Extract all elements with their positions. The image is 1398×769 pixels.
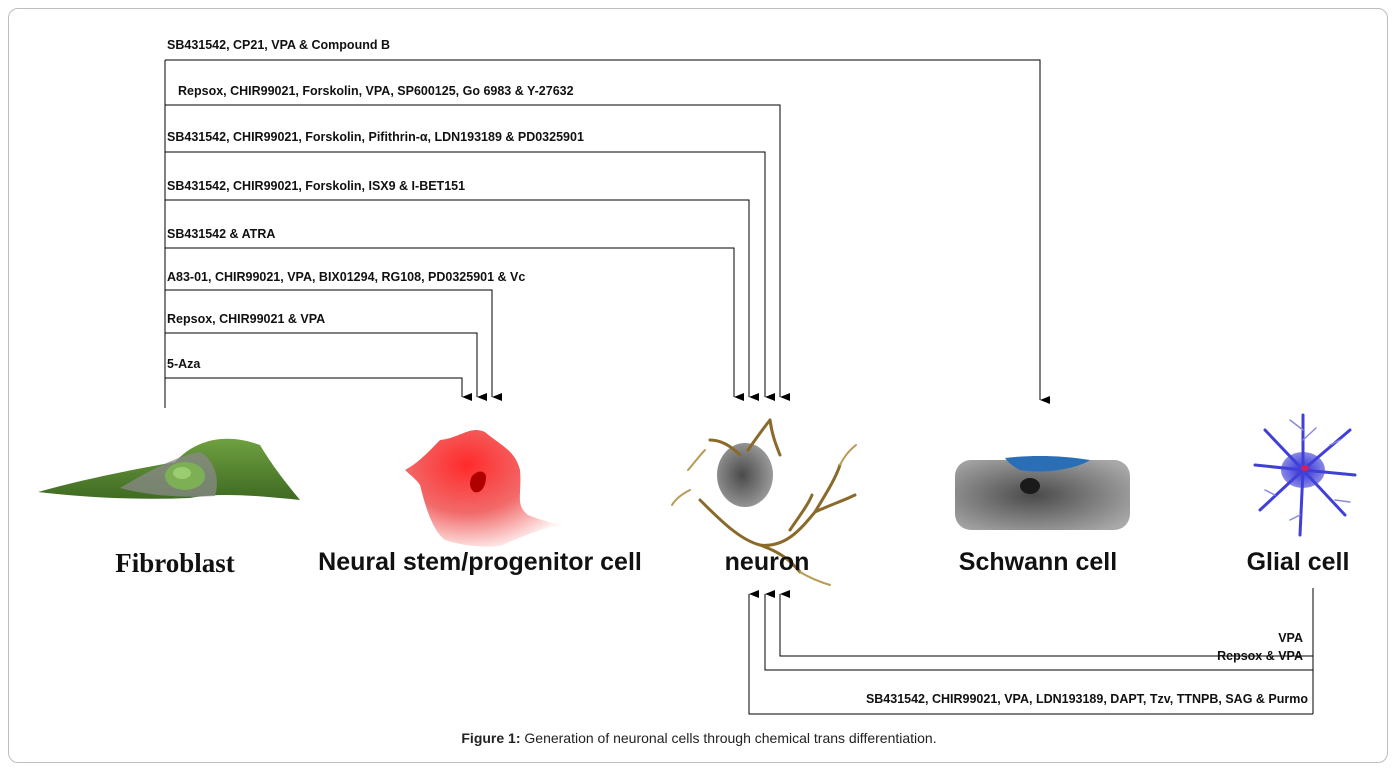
top-pathway-labels: SB431542, CP21, VPA & Compound B Repsox,…	[167, 38, 584, 371]
figure-caption: Figure 1: Generation of neuronal cells t…	[0, 730, 1398, 746]
top-connectors	[164, 59, 1050, 408]
pathway-label: SB431542, CHIR99021, Forskolin, Pifithri…	[167, 130, 584, 144]
connector-4	[165, 199, 759, 401]
fibroblast-icon	[38, 438, 300, 500]
connector-6	[165, 289, 502, 401]
pathway-label: Repsox, CHIR99021 & VPA	[167, 312, 325, 326]
connector-3	[165, 151, 775, 401]
pathway-label: SB431542, CP21, VPA & Compound B	[167, 38, 390, 52]
connector-1	[165, 59, 1050, 404]
cell-label-neuron: neuron	[725, 548, 810, 576]
connector-5	[165, 247, 744, 401]
caption-label: Figure 1:	[461, 730, 521, 746]
pathway-label: Repsox & VPA	[1217, 649, 1303, 663]
pathway-label: SB431542, CHIR99021, VPA, LDN193189, DAP…	[866, 692, 1308, 706]
pathway-label: VPA	[1278, 631, 1303, 645]
pathway-label: A83-01, CHIR99021, VPA, BIX01294, RG108,…	[167, 270, 525, 284]
bottom-connectors	[748, 588, 1314, 715]
glial-cell-icon	[1253, 413, 1357, 537]
connector-7	[165, 332, 487, 401]
schwann-cell-icon	[955, 455, 1130, 530]
bottom-connector-3	[748, 590, 1313, 715]
connector-8	[165, 377, 472, 401]
bottom-connector-2	[764, 590, 1313, 671]
connector-2	[165, 104, 790, 401]
cell-labels: Fibroblast Neural stem/progenitor cell n…	[115, 548, 1349, 578]
pathway-label: SB431542 & ATRA	[167, 227, 275, 241]
neuron-icon	[671, 418, 857, 586]
caption-text: Generation of neuronal cells through che…	[520, 730, 937, 746]
bottom-pathway-labels: VPA Repsox & VPA SB431542, CHIR99021, VP…	[866, 631, 1308, 706]
bottom-connector-1	[779, 590, 1313, 657]
cell-label-nsc: Neural stem/progenitor cell	[318, 548, 642, 576]
cell-label-glial: Glial cell	[1247, 548, 1350, 576]
pathway-label: 5-Aza	[167, 357, 201, 371]
figure-frame	[8, 8, 1388, 763]
pathway-label: Repsox, CHIR99021, Forskolin, VPA, SP600…	[178, 84, 574, 98]
cell-label-schwann: Schwann cell	[959, 548, 1117, 576]
pathway-label: SB431542, CHIR99021, Forskolin, ISX9 & I…	[167, 179, 465, 193]
neural-stem-cell-icon	[405, 429, 560, 547]
cell-label-fibroblast: Fibroblast	[115, 548, 235, 578]
